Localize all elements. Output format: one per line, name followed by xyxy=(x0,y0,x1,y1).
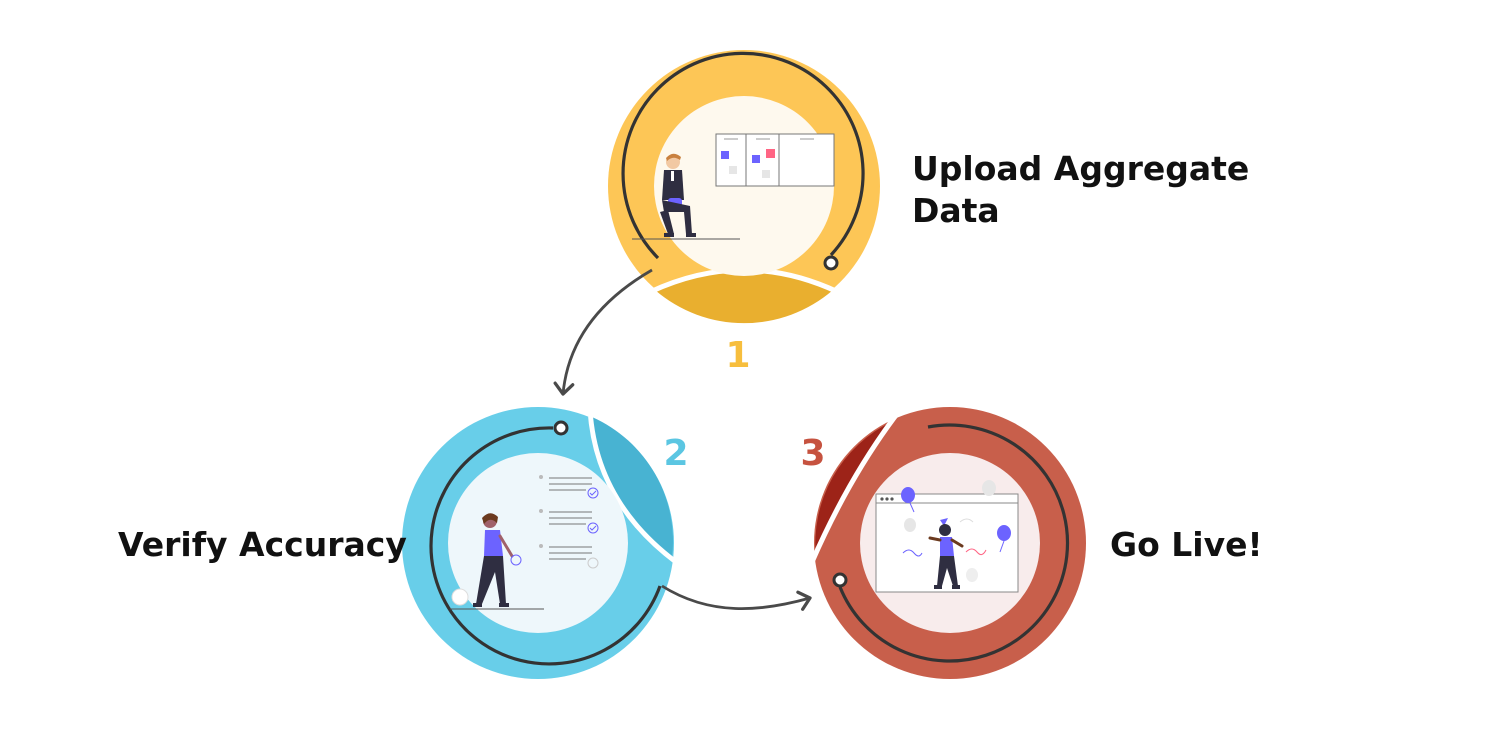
step-2-gap-line xyxy=(587,409,678,564)
step-3-label: Go Live! xyxy=(1110,525,1263,564)
step-1: 1 Upload Aggregate Data xyxy=(608,50,1261,376)
kanban-board-illustration xyxy=(632,133,835,240)
step-3-number: 3 xyxy=(800,433,825,474)
step-2-inner-circle xyxy=(448,453,628,633)
step-3: 3 Go Live! xyxy=(800,407,1263,679)
step-3-gap-line xyxy=(809,408,902,564)
step-2-progress-line xyxy=(429,426,662,666)
step-2: 2 Verify Accuracy xyxy=(118,407,689,679)
step-1-label: Upload Aggregate Data xyxy=(912,149,1261,230)
step-3-progress-dot xyxy=(832,572,848,588)
arrow-step-2-to-step-3 xyxy=(661,584,812,611)
step-2-number: 2 xyxy=(663,433,688,474)
step-2-label: Verify Accuracy xyxy=(118,525,407,564)
step-2-progress-dot xyxy=(553,420,569,436)
step-1-number: 1 xyxy=(725,335,750,376)
step-1-accent-band xyxy=(655,270,833,324)
step-1-label-line-2: Data xyxy=(912,191,1000,230)
step-1-progress-line xyxy=(621,51,865,260)
step-3-progress-line xyxy=(838,423,1070,663)
arrow-step-1-to-step-2 xyxy=(553,268,653,396)
celebration-illustration xyxy=(875,480,1019,593)
step-3-accent-band xyxy=(815,420,895,558)
step-1-label-line-1: Upload Aggregate xyxy=(912,149,1249,188)
step-2-accent-band xyxy=(588,415,674,558)
step-1-progress-dot xyxy=(823,255,839,271)
checklist-illustration xyxy=(450,475,599,610)
